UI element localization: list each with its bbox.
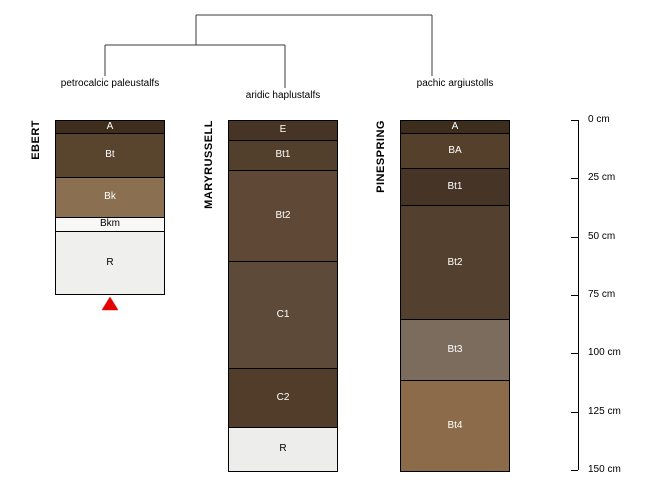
depth-tick: [571, 411, 578, 413]
classification-label: aridic haplustalfs: [245, 90, 321, 101]
horizon: E: [229, 121, 337, 140]
depth-tick-label: 75 cm: [588, 289, 616, 300]
classification-label: petrocalcic paleustalfs: [60, 78, 160, 89]
horizon-label: C1: [276, 309, 290, 321]
dendrogram: [104, 14, 433, 88]
horizon-label: Bt3: [447, 344, 463, 356]
horizon-label: E: [279, 124, 287, 136]
horizon-label: A: [451, 120, 459, 132]
depth-tick-label: 25 cm: [588, 172, 616, 184]
horizon-label: R: [279, 443, 287, 455]
horizon-label: Bt: [105, 149, 115, 161]
horizon: Bk: [56, 176, 164, 217]
horizon: C1: [229, 260, 337, 369]
horizon-label: BA: [448, 144, 462, 156]
horizon: Bt3: [401, 319, 509, 380]
horizon-label: Bt2: [447, 256, 463, 268]
depth-tick-label: 125 cm: [588, 405, 621, 417]
depth-tick-label: 150 cm: [588, 464, 621, 475]
horizon-label: Bk: [104, 191, 116, 203]
depth-tick-label: 50 cm: [588, 230, 616, 242]
depth-tick: [571, 353, 578, 355]
horizon-label: A: [106, 120, 114, 132]
horizon: Bt2: [401, 204, 509, 320]
horizon: R: [56, 230, 164, 294]
horizon: BA: [401, 132, 509, 168]
horizon: Bt: [56, 132, 164, 177]
depth-tick: [571, 295, 578, 296]
depth-tick: [571, 470, 578, 471]
profile-name: PINESPRING: [375, 120, 387, 193]
horizon-label: Bkm: [100, 218, 120, 230]
depth-tick: [571, 178, 578, 180]
classification-label: pachic argiustolls: [416, 78, 494, 89]
horizon-label: Bt1: [447, 180, 463, 192]
horizon-label: Bt1: [275, 149, 291, 161]
horizon: Bt2: [229, 169, 337, 261]
horizon: Bkm: [56, 216, 164, 231]
triangle-up-marker: [102, 296, 118, 310]
depth-axis-line: [578, 120, 579, 470]
horizon: Bt4: [401, 379, 509, 471]
horizon: A: [56, 121, 164, 133]
profile-name: EBERT: [30, 120, 42, 160]
depth-tick: [571, 236, 578, 238]
horizon-label: C2: [276, 391, 290, 403]
horizon-label: R: [106, 256, 114, 268]
horizon: C2: [229, 368, 337, 427]
horizon: R: [229, 426, 337, 471]
horizon: Bt1: [401, 167, 509, 205]
horizon: A: [401, 121, 509, 133]
depth-tick-label: 100 cm: [588, 347, 621, 359]
profile-name: MARYRUSSELL: [203, 120, 215, 209]
horizon-label: Bt2: [275, 209, 291, 221]
horizon-label: Bt4: [447, 419, 463, 431]
depth-tick: [571, 120, 578, 121]
depth-tick-label: 0 cm: [588, 114, 610, 125]
horizon: Bt1: [229, 139, 337, 170]
dendrogram-lines: [104, 14, 433, 88]
